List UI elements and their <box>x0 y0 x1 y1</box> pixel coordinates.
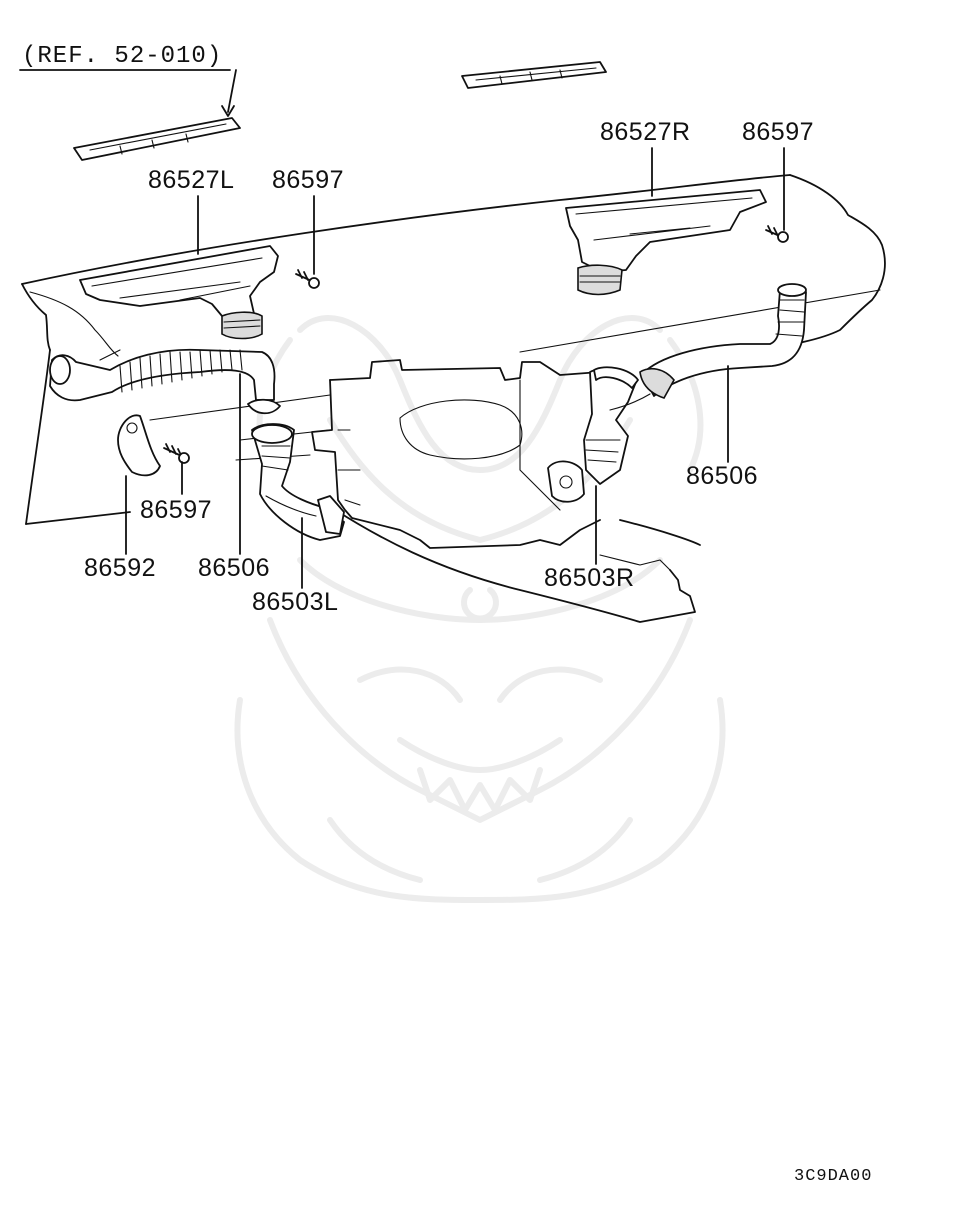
reference-label: (REF. 52-010) <box>22 43 222 70</box>
part-label-86597-left-upper[interactable]: 86597 <box>272 166 344 194</box>
defroster-grille-left <box>73 117 241 161</box>
part-label-86503L[interactable]: 86503L <box>252 588 338 616</box>
screw-left-lower-icon <box>163 443 190 464</box>
samurai-watermark-icon <box>234 315 726 903</box>
hose-left <box>49 348 281 415</box>
screw-right-upper-icon <box>765 225 789 243</box>
leader-lines <box>19 69 785 589</box>
side-duct-left <box>79 245 279 340</box>
dashboard-outline <box>21 174 886 623</box>
part-label-86597-right-upper[interactable]: 86597 <box>742 118 814 146</box>
part-label-86506-right[interactable]: 86506 <box>686 462 758 490</box>
part-label-86597-left-lower[interactable]: 86597 <box>140 496 212 524</box>
defroster-grille-right <box>461 61 607 89</box>
side-duct-right <box>565 189 767 296</box>
screw-left-upper-icon <box>295 269 320 289</box>
lower-duct-left <box>251 423 345 541</box>
part-label-86527R[interactable]: 86527R <box>600 118 691 146</box>
part-label-86527L[interactable]: 86527L <box>148 166 234 194</box>
bracket-86592 <box>117 414 161 477</box>
part-label-86503R[interactable]: 86503R <box>544 564 635 592</box>
drawing-code: 3C9DA00 <box>794 1167 872 1186</box>
hose-right <box>639 283 807 399</box>
part-label-86506-left[interactable]: 86506 <box>198 554 270 582</box>
lower-duct-right <box>547 366 651 503</box>
part-label-86592[interactable]: 86592 <box>84 554 156 582</box>
